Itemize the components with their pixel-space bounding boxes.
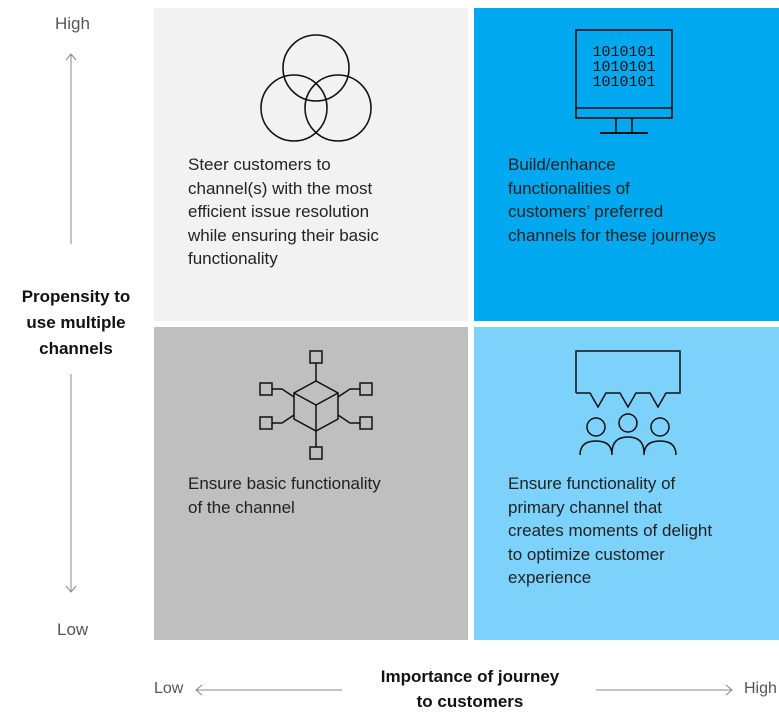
x-axis-high-label: High (744, 680, 777, 697)
text-line: primary channel that (508, 497, 663, 517)
network-cube-icon (259, 350, 373, 460)
x-axis-right-arrow-icon (596, 684, 733, 696)
text-line: Ensure basic functionality (188, 474, 381, 493)
quadrant-bottom-left-text: Ensure basic functionality of the channe… (188, 472, 458, 519)
y-axis-up-arrow-icon (65, 53, 77, 244)
quadrant-top-right: 1010101 1010101 1010101 Build/enhance fu… (474, 8, 779, 321)
text-line: efficient issue resolution (188, 202, 370, 221)
y-axis-title-line2: use multiple (26, 313, 126, 332)
quadrant-bottom-left: Ensure basic functionality of the channe… (154, 327, 468, 640)
x-axis-title-line1: Importance of journey (380, 667, 560, 686)
text-line: of the channel (188, 497, 295, 517)
binary-line: 1010101 (592, 74, 655, 91)
text-line: customers’ preferred (508, 202, 664, 221)
speech-bubble-people-icon (575, 350, 681, 456)
x-axis-title: Importance of journey to customers (345, 664, 595, 714)
quadrant-bottom-right: Ensure functionality of primary channel … (474, 327, 779, 640)
text-line: Steer customers to (188, 155, 331, 174)
x-axis-title-line2: to customers (416, 692, 524, 711)
text-line: creates moments of delight (508, 521, 713, 540)
y-axis-title-line3: channels (39, 339, 113, 358)
text-line: Build/enhance (508, 155, 616, 174)
text-line: while ensuring their basic (188, 225, 379, 245)
x-axis-left-arrow-icon (195, 684, 342, 696)
quadrant-top-left: Steer customers to channel(s) with the m… (154, 8, 468, 321)
text-line: functionality (188, 249, 278, 268)
text-line: to optimize customer (508, 544, 665, 564)
x-axis-low-label: Low (154, 680, 184, 697)
binary-monitor-icon: 1010101 1010101 1010101 (575, 29, 673, 134)
binary-line: 1010101 (592, 44, 655, 61)
text-line: Ensure functionality of (508, 474, 676, 493)
binary-line: 1010101 (592, 59, 655, 76)
venn-circles-icon (260, 34, 372, 142)
quadrant-top-left-text: Steer customers to channel(s) with the m… (188, 153, 458, 271)
text-line: experience (508, 568, 592, 587)
y-axis-high-label: High (55, 14, 90, 33)
y-axis-title-line1: Propensity to (21, 287, 131, 306)
y-axis-down-arrow-icon (65, 374, 77, 593)
text-line: channel(s) with the most (188, 178, 373, 198)
text-line: functionalities of (508, 178, 630, 198)
y-axis-low-label: Low (57, 620, 89, 639)
y-axis-title: Propensity to use multiple channels (0, 284, 152, 362)
quadrant-top-right-text: Build/enhance functionalities of custome… (508, 153, 778, 247)
quadrant-bottom-right-text: Ensure functionality of primary channel … (508, 472, 778, 590)
text-line: channels for these journeys (508, 225, 716, 245)
